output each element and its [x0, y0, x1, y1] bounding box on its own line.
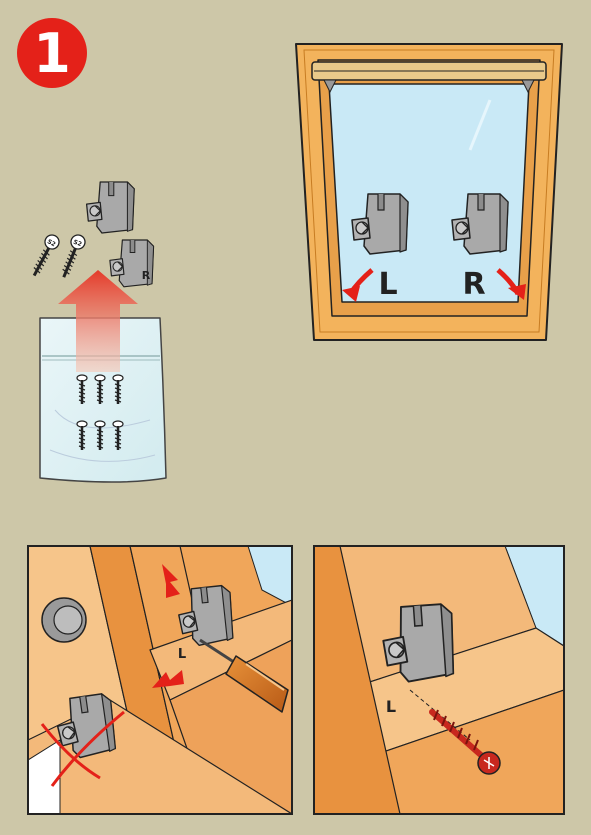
- prohibited-cross-icon: [40, 723, 101, 780]
- loose-screw-icon: S2: [62, 234, 86, 278]
- parts-group: R S2 S2: [32, 181, 167, 483]
- bracket-r-label: R: [142, 269, 151, 282]
- press-arrow-icon: [162, 564, 180, 598]
- detail-panel-left: L: [27, 545, 293, 815]
- window-diagram: L R: [295, 43, 563, 341]
- window-right-label: R: [462, 267, 485, 302]
- screw-head-mark: S2: [46, 238, 57, 248]
- screwdriver-icon: [199, 638, 289, 713]
- step-number: 1: [33, 22, 71, 85]
- up-arrow-icon: [58, 270, 138, 372]
- step-badge-icon: 1: [17, 18, 87, 88]
- window-left-label: L: [378, 267, 397, 302]
- press-arrow-icon: [152, 670, 184, 688]
- loose-screw-icon: S2: [32, 234, 60, 277]
- red-screw-icon: [429, 709, 501, 775]
- screw-head-mark: S2: [72, 239, 83, 249]
- detail-left-bracket-label: L: [178, 647, 186, 662]
- detail-right-bracket-label: L: [386, 697, 396, 716]
- detail-panel-right: L: [313, 545, 565, 815]
